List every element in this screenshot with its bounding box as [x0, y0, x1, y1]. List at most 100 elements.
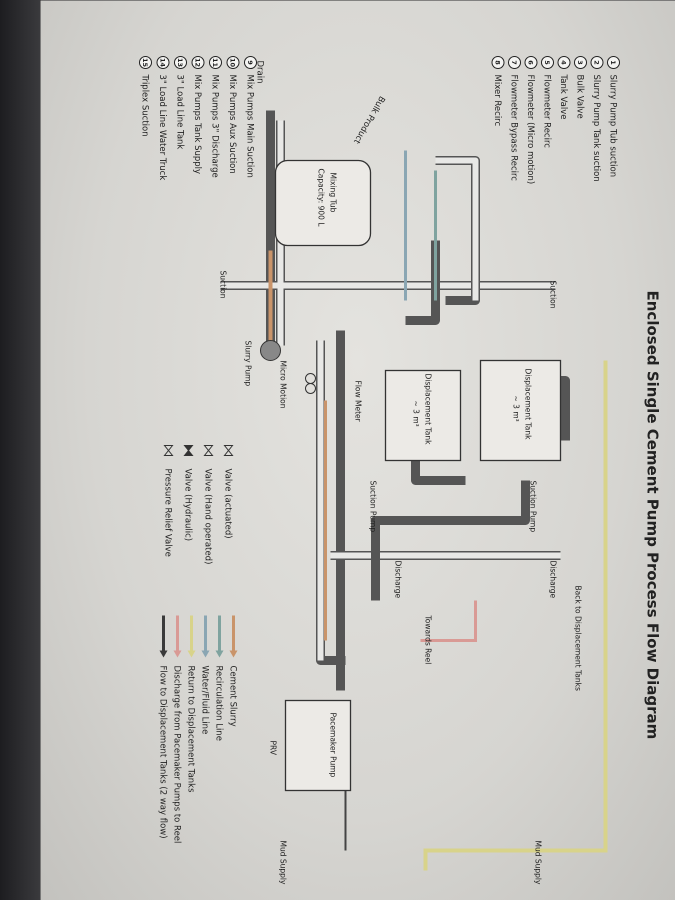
line-legend-item: Return to Displacement Tanks: [185, 615, 195, 793]
line-legend-label: Water/Fluid Line: [199, 665, 209, 734]
legend-label: Slurry Pump Tub suction: [607, 74, 617, 177]
pacemaker-pump-label: Pacemaker Pump: [328, 712, 337, 777]
arrow-head-icon: [173, 650, 181, 657]
towards-reel-label: Towards Reel: [423, 614, 432, 664]
valve-hydraulic-icon: [182, 444, 194, 456]
pressure-relief-valve-icon: [162, 444, 174, 456]
suction-pump-label: Suction Pump: [368, 480, 377, 532]
legend-label: Triplex Suction: [139, 73, 149, 136]
symbol-legend-label: Pressure Relief Valve: [162, 468, 172, 556]
pipes: [220, 110, 607, 870]
background-edge: [0, 0, 40, 900]
legend-number: 12: [193, 57, 201, 66]
legend-number: 9: [246, 60, 254, 65]
legend-number: 10: [228, 57, 236, 67]
legend-label: Mix Pumps 3" Discharge: [209, 74, 219, 177]
symbol-legend-label: Valve (Hydraulic): [182, 468, 192, 541]
legend-number: 2: [592, 60, 600, 65]
legend-item: 13 3" Load Line Tank: [173, 55, 187, 149]
symbol-legend-item: Valve (Hydraulic): [182, 444, 194, 541]
suction-pump-label-2: Suction Pump: [528, 480, 537, 532]
discharge-label-2: Discharge: [548, 560, 557, 598]
displacement-tank-2: [384, 369, 461, 461]
mud-supply-label-top: Mud Supply: [533, 840, 542, 884]
legend-item: 14 3" Load Line Water Truck: [156, 55, 169, 180]
flow-meter-label: Flow Meter: [353, 380, 362, 422]
micro-motion-label: Micro Motion: [278, 360, 287, 408]
line-legend-label: Cement Slurry: [227, 665, 237, 726]
legend-number: 6: [526, 60, 534, 65]
legend-label: Slurry Pump Tank suction: [591, 74, 601, 181]
arrow-head-icon: [187, 650, 195, 657]
symbol-legend-item: Valve (actuated): [222, 444, 234, 538]
line-legend: Cement Slurry Recirculation Line Water/Flu…: [157, 615, 237, 843]
arrow-head-icon: [159, 650, 167, 657]
mixing-tub: [274, 159, 371, 246]
suction-label-bottom: Suction: [218, 270, 227, 298]
legend-number: 3: [576, 60, 584, 65]
legend-label: Mix Pumps Aux Suction: [227, 74, 237, 173]
symbol-legend-label: Valve (actuated): [222, 468, 232, 538]
mixing-tub-label: Mixing Tub: [328, 172, 337, 212]
legend-label: Bulk Valve: [574, 74, 584, 118]
symbol-legend-label: Valve (Hand operated): [202, 468, 212, 564]
legend-label: Mixer Recirc: [492, 74, 502, 126]
line-legend-label: Flow to Displacement Tanks (2 way flow): [157, 665, 167, 838]
legend-number: 7: [510, 60, 518, 65]
line-legend-item: Cement Slurry: [227, 615, 237, 726]
arrow-head-icon: [229, 650, 237, 657]
pacemaker-pump: [284, 699, 351, 791]
line-legend-label: Recirculation Line: [213, 665, 223, 740]
line-legend-item: Recirculation Line: [213, 615, 223, 740]
legend-label: 3" Load Line Tank: [174, 74, 184, 149]
symbol-legend: Valve (actuated) Valve (Hand operated) Val…: [162, 444, 234, 564]
diagram-title: Enclosed Single Cement Pump Process Flow…: [643, 290, 661, 739]
flow-meter-icon: [304, 372, 316, 384]
legend-number: 8: [493, 60, 501, 65]
valve-hand-icon: [202, 444, 214, 456]
legend-label: Flowmeter Bypass Recirc: [508, 74, 518, 181]
legend-number: 13: [176, 57, 184, 66]
line-legend-label: Discharge from Pacemaker Pumps to Reel: [171, 665, 181, 843]
symbol-legend-item: Valve (Hand operated): [202, 444, 214, 564]
legend-label: Flowmeter (Micro motion): [525, 74, 535, 184]
diagram-sheet: Enclosed Single Cement Pump Process Flow…: [40, 0, 675, 900]
line-legend-item: Flow to Displacement Tanks (2 way flow): [157, 615, 167, 838]
mud-supply-label-bottom: Mud Supply: [278, 840, 287, 884]
mixing-tub-capacity: Capacity: 900 L: [316, 168, 325, 227]
slurry-pump-icon: [259, 339, 281, 361]
legend-number: 14: [158, 57, 166, 67]
displacement-tank-1-label: Displacement Tank: [523, 368, 532, 440]
legend-number: 5: [543, 60, 551, 65]
discharge-label: Discharge: [393, 560, 402, 598]
legend-number: 1: [609, 60, 617, 65]
line-legend-item: Water/Fluid Line: [199, 615, 209, 734]
displacement-tank-2-label: Displacement Tank: [423, 373, 432, 445]
legend-label: Mix Pumps Main Suction: [244, 74, 254, 177]
line-legend-label: Return to Displacement Tanks: [185, 665, 195, 793]
legend-label: Tank Valve: [558, 73, 568, 119]
legend-label: 3" Load Line Water Truck: [157, 74, 167, 180]
bulk-product-label: Bulk Product: [350, 94, 386, 146]
process-flow-diagram: Enclosed Single Cement Pump Process Flow…: [138, 55, 661, 884]
displacement-tank-1: [479, 359, 561, 461]
line-legend-item: Discharge from Pacemaker Pumps to Reel: [171, 615, 181, 843]
arrow-head-icon: [215, 650, 223, 657]
valve-actuated-icon: [222, 444, 234, 456]
slurry-pump-label: Slurry Pump: [243, 340, 252, 386]
legend-number: 11: [211, 57, 219, 67]
arrow-head-icon: [201, 650, 209, 657]
displacement-tank-2-volume: ~ 3 m³: [411, 400, 420, 426]
legend-label: Mix Pumps Tank Supply: [192, 74, 202, 174]
